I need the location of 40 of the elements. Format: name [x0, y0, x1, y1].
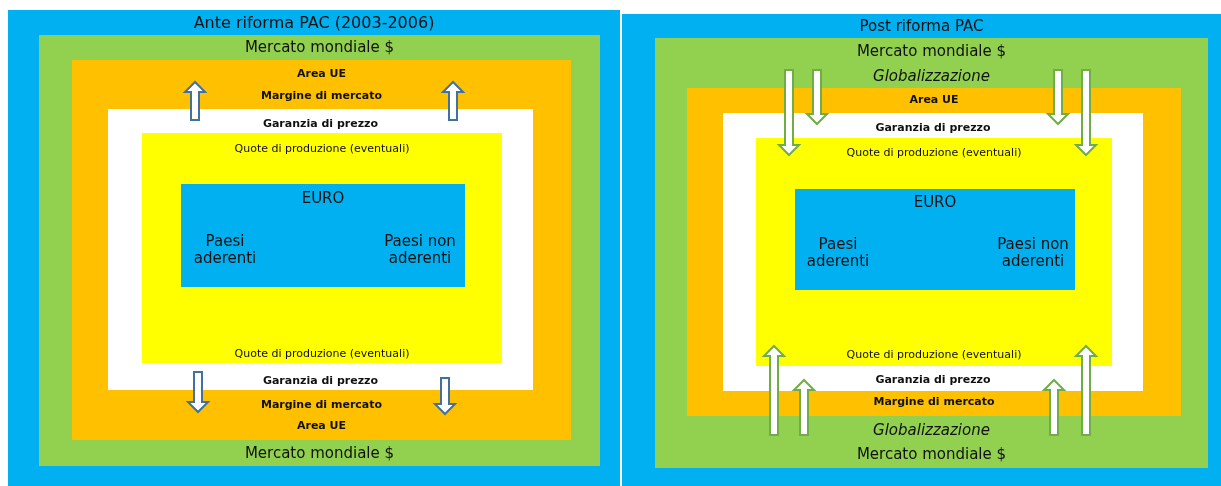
layer-label: Garanzia di prezzo: [262, 117, 379, 131]
box-title: EURO: [301, 190, 345, 208]
layer-band: [687, 88, 1181, 416]
inner-box: [181, 184, 465, 287]
layer-label: Globalizzazione: [873, 68, 990, 86]
layer-label: Quote di produzione (eventuali): [846, 146, 1022, 160]
layer-label: Margine di mercato: [260, 398, 383, 412]
layer-label: Area UE: [296, 419, 347, 433]
layer-label: Margine di mercato: [873, 395, 995, 409]
layer-label: Area UE: [909, 93, 959, 107]
layer-label: Quote di produzione (eventuali): [234, 142, 410, 156]
layer-label: Mercato mondiale $: [856, 43, 1007, 61]
box-label: Paesi non aderenti: [996, 235, 1070, 271]
box-label: Paesi aderenti: [192, 232, 258, 268]
layer-label: Globalizzazione: [873, 422, 990, 440]
layer-label: Quote di produzione (eventuali): [846, 348, 1022, 362]
inner-box: [795, 189, 1075, 290]
layer-band: [39, 35, 600, 466]
layer-label: Mercato mondiale $: [856, 446, 1007, 464]
box-title: EURO: [913, 194, 957, 212]
layer-label: Garanzia di prezzo: [875, 373, 991, 387]
panel-title: Ante riforma PAC (2003-2006): [193, 13, 435, 33]
layer-label: Quote di produzione (eventuali): [234, 347, 410, 361]
layer-band: [723, 113, 1143, 391]
layer-band: [72, 60, 571, 440]
layer-band: [655, 38, 1208, 468]
panel-title: Post riforma PAC: [859, 18, 984, 36]
layer-band: [108, 109, 533, 390]
outer-panel: [622, 14, 1221, 486]
layer-label: Mercato mondiale $: [244, 39, 395, 57]
layer-label: Area UE: [296, 67, 347, 81]
layer-label: Margine di mercato: [260, 89, 383, 103]
layer-label: Garanzia di prezzo: [875, 121, 991, 135]
layer-label: Garanzia di prezzo: [262, 374, 379, 388]
layer-band: [142, 133, 502, 363]
box-label: Paesi aderenti: [805, 235, 871, 271]
outer-panel: [8, 10, 620, 486]
layer-band: [756, 138, 1112, 366]
layer-label: Mercato mondiale $: [244, 445, 395, 463]
box-label: Paesi non aderenti: [383, 232, 457, 268]
